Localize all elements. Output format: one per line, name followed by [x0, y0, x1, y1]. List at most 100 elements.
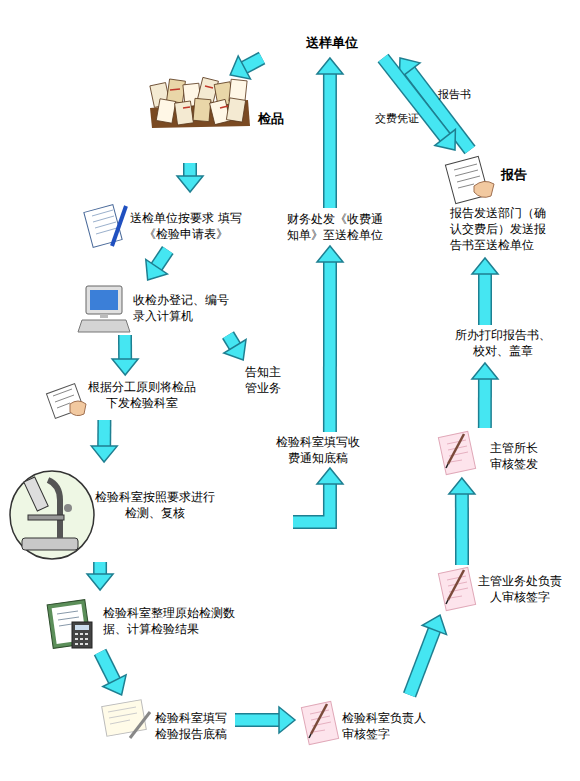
- arrow-head: [103, 675, 126, 695]
- arrow-outline: [323, 73, 337, 208]
- arrow-outline: [93, 562, 107, 575]
- arrow-head: [472, 258, 498, 274]
- process-step: 检验科室按照要求进行 检测、复核: [8, 462, 293, 562]
- flow-arrow: [112, 335, 138, 375]
- step-text: 检验科室整理原始检测数 据、计算检验结果: [103, 605, 239, 637]
- arrow-heads: [449, 478, 475, 494]
- arrow-head: [224, 340, 246, 360]
- arrow-body: [156, 250, 168, 268]
- arrow-body: [293, 483, 330, 522]
- arrow-outline: [156, 250, 168, 268]
- step-text: 报告: [501, 167, 531, 183]
- process-step: 报告报告发送部门（确 认交费后）发送报 告书至送检单位: [445, 150, 570, 258]
- arrow-head: [435, 129, 455, 150]
- arrow-head: [177, 176, 203, 192]
- sample-pile-icon: [193, 98, 211, 121]
- process-step: 送样单位: [262, 30, 412, 58]
- process-step: 收检办登记、编号 录入计算机: [78, 280, 240, 335]
- step-text: 检验科室填写 检验报告底稿: [155, 710, 233, 742]
- flow-arrow: [383, 58, 455, 150]
- arrow-heads: [435, 129, 455, 150]
- step-text: 检品: [258, 111, 288, 127]
- arrow-head: [279, 707, 295, 733]
- arrow-body: [461, 493, 462, 565]
- arrow-fill: [293, 483, 330, 522]
- arrow-heads: [472, 258, 498, 274]
- arrow-heads: [472, 363, 498, 379]
- arrow-heads: [279, 707, 295, 733]
- flow-arrow: [293, 468, 343, 522]
- flow-arrow: [399, 58, 470, 150]
- step-text: 根据分工原则将检品 下发检验科室: [84, 379, 200, 411]
- calculation-icon: [72, 622, 92, 648]
- arrow-heads: [146, 259, 168, 280]
- arrow-heads: [317, 58, 343, 74]
- step-text: 检验科室按照要求进行 检测、复核: [92, 489, 218, 521]
- arrow-fill: [95, 562, 106, 575]
- form-icon: [112, 206, 126, 246]
- sample-pile-icon: [226, 98, 245, 122]
- sample-pile-icon: [167, 79, 186, 103]
- computer-icon: [90, 290, 118, 310]
- flow-arrow: [146, 250, 168, 280]
- arrow-body: [104, 420, 105, 447]
- flow-arrow: [177, 163, 203, 192]
- step-text: 告知主 管业务: [245, 364, 285, 396]
- arrow-heads: [103, 675, 126, 695]
- arrow-outline: [118, 335, 132, 360]
- flow-arrow: [317, 246, 343, 432]
- arrow-heads: [317, 246, 343, 262]
- arrow-fill: [156, 250, 168, 268]
- arrow-body: [100, 562, 101, 575]
- arrow-outline: [410, 629, 435, 695]
- report-icon: [445, 156, 494, 203]
- arrow-fill: [235, 715, 280, 726]
- process-step: 告知主 管业务: [241, 360, 285, 398]
- process-step: 财务处发《收费通 知单》至送检单位: [285, 208, 385, 246]
- process-step: 检验科室填写 检验报告底稿: [100, 695, 235, 745]
- arrow-fill: [479, 273, 490, 325]
- computer-icon: [100, 314, 108, 318]
- arrow-fill: [185, 163, 196, 177]
- arrow-head: [230, 56, 250, 79]
- arrow-head: [449, 478, 475, 494]
- flow-arrow: [235, 707, 295, 733]
- arrow-heads: [230, 56, 250, 79]
- arrow-heads: [317, 468, 343, 484]
- document-icon: [46, 384, 86, 419]
- process-step: 检验科室负责人 审核签字: [295, 695, 440, 745]
- flow-arrow: [224, 335, 246, 360]
- edge-label: 报告书: [438, 88, 471, 102]
- process-step: 送检单位按要求 填写《检验申请表》: [82, 192, 247, 250]
- sample-pile-icon: [156, 99, 176, 123]
- arrow-outline: [383, 58, 446, 138]
- arrow-body: [410, 629, 435, 695]
- microscope-icon: [64, 504, 72, 512]
- arrow-fill: [410, 629, 435, 695]
- document-icon: [70, 401, 86, 416]
- arrow-heads: [422, 615, 446, 635]
- microscope-icon: [22, 538, 78, 550]
- flow-arrow: [317, 58, 343, 208]
- step-text: 检验科室填写收 费通知底稿: [274, 434, 362, 466]
- arrow-head: [146, 259, 168, 280]
- flow-arrow: [472, 363, 498, 428]
- arrow-heads: [177, 176, 203, 192]
- arrow-fill: [100, 652, 115, 682]
- arrow-body: [484, 273, 485, 325]
- step-text: 送样单位: [292, 35, 372, 51]
- report-icon: [474, 181, 494, 197]
- arrow-body: [243, 58, 262, 68]
- sample-pile-icon: [175, 101, 194, 125]
- arrow-outline: [455, 493, 469, 565]
- arrow-fill: [119, 335, 130, 360]
- step-text: 主管所长 审核签发: [490, 440, 544, 472]
- microscope-icon: [24, 477, 48, 511]
- arrow-head: [112, 359, 138, 375]
- arrow-fill: [243, 58, 262, 68]
- process-step: 主管所长 审核签发: [440, 428, 555, 478]
